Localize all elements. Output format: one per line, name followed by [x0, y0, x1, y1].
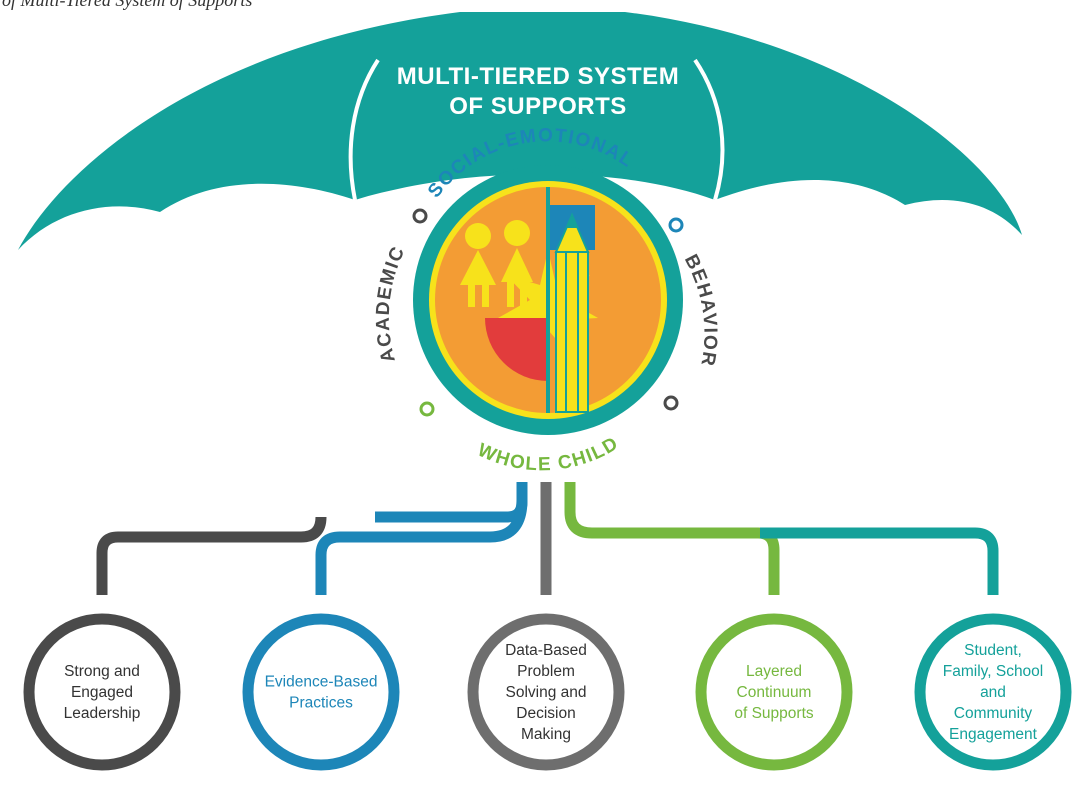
pillar-label-line: Practices [289, 695, 353, 712]
umbrella-canopy: MULTI-TIERED SYSTEM OF SUPPORTS [18, 12, 1022, 250]
umbrella-rib-left [348, 58, 380, 201]
pillar-label-line: Student, [964, 642, 1022, 659]
connector-engagement [760, 527, 999, 595]
pillar-label-line: Engagement [949, 726, 1038, 743]
pillar-label-line: Strong and [64, 663, 140, 680]
umbrella-rib-right [693, 58, 725, 201]
pillar-label-line: Decision [516, 705, 575, 722]
ring-label-whole-child: WHOLE CHILD [474, 433, 622, 476]
pillar-circle [242, 613, 400, 771]
umbrella-title-line2: OF SUPPORTS [449, 93, 627, 120]
pillar-label-line: Engaged [71, 684, 133, 701]
district-seal [413, 165, 683, 435]
figure-caption: of Multi-Tiered System of Supports [2, 0, 253, 10]
pillar-label-line: Family, School [943, 663, 1044, 680]
connector-blue-link [375, 482, 528, 523]
seal-children-icon [460, 220, 533, 307]
pillar-circle [695, 613, 853, 771]
pillar-label-line: Problem [517, 663, 575, 680]
pillar-label-line: Evidence-Based [265, 674, 378, 691]
seal-pencil-icon [554, 212, 590, 413]
pillar-circle [914, 613, 1072, 771]
connectors [96, 482, 999, 595]
connector-leadership [96, 516, 327, 595]
pillar-label-line: Making [521, 726, 571, 743]
seal-divider [546, 187, 550, 413]
bullet-dark-top-left [412, 208, 428, 224]
pillar-label-line: and [980, 684, 1006, 701]
connector-layered [564, 482, 780, 595]
connector-evidence [315, 499, 528, 595]
umbrella-fabric [18, 12, 1022, 250]
ring-label-academic: ACADEMIC [373, 243, 410, 365]
pillar-label-line: Community [954, 705, 1033, 722]
pillar-label-line: Leadership [64, 705, 141, 722]
pillar-label-line: Solving and [505, 684, 586, 701]
bullet-dark-bottom-right [663, 395, 679, 411]
umbrella-title-line1: MULTI-TIERED SYSTEM [397, 63, 679, 90]
pillar-circle [467, 613, 625, 771]
pillar-label-line: Layered [746, 663, 802, 680]
ring-label-behavior: BEHAVIOR [680, 251, 721, 368]
pillar-circle [23, 613, 181, 771]
pillar-label-line: Continuum [737, 684, 812, 701]
bullet-blue-top-right [668, 217, 684, 233]
pillar-label-line: of Supports [734, 705, 814, 722]
bullet-green-bottom-left [419, 401, 435, 417]
pillar-5: Student, Family, School andCommunityEngage… [914, 613, 1072, 771]
pillar-label-line: Data-Based [505, 642, 587, 659]
